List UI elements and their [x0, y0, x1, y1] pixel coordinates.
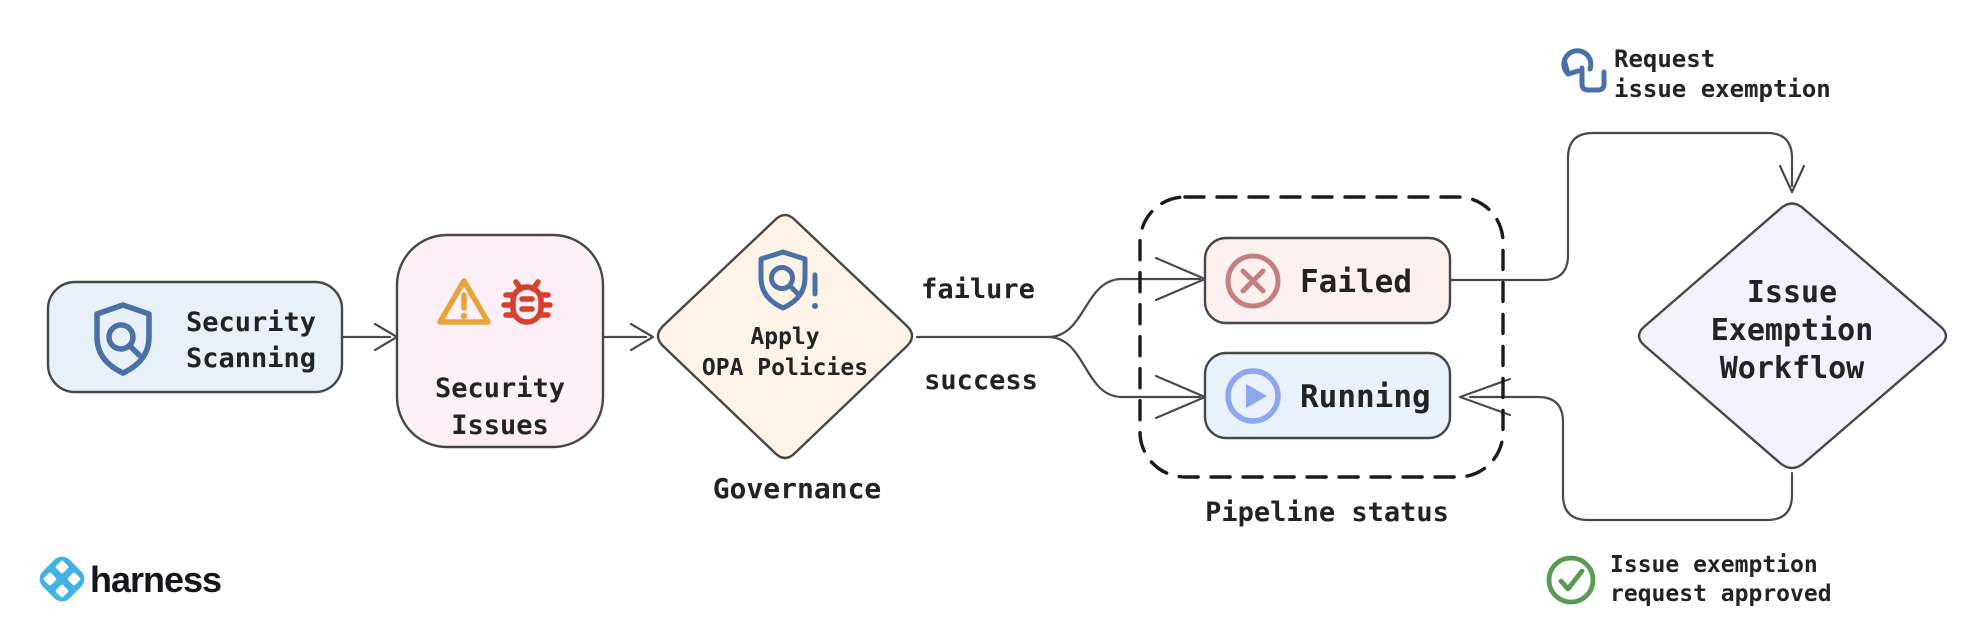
governance-caption: Governance — [713, 472, 882, 505]
node-failed: Failed — [1203, 236, 1452, 325]
warning-icon — [437, 278, 491, 325]
workflow-label-line1: Issue — [1747, 275, 1837, 310]
harness-logo-text: harness — [90, 559, 221, 600]
arrowhead — [1458, 377, 1512, 417]
pipeline-status-caption: Pipeline status — [1205, 497, 1449, 528]
approved-line1: Issue exemption — [1610, 552, 1818, 578]
success-edge-label: success — [924, 365, 1038, 396]
node-security-scanning: Security Scanning — [46, 280, 344, 394]
node-issue-exemption-workflow: Issue Exemption Workflow — [1637, 202, 1948, 470]
approved-annotation: Issue exemption request approved — [1546, 552, 1832, 607]
security-issues-box — [395, 233, 605, 449]
circle-play-icon — [1225, 368, 1281, 424]
failed-label: Failed — [1300, 264, 1412, 300]
edge-issues-to-opa — [601, 322, 655, 352]
security-scanning-box — [46, 280, 344, 394]
node-running: Running — [1203, 351, 1452, 440]
apply-opa-diamond — [656, 213, 914, 460]
bug-icon — [501, 279, 553, 325]
workflow-label-line2: Exemption — [1711, 313, 1874, 348]
shield-search-icon — [94, 302, 152, 376]
security-scanning-label-line2: Scanning — [186, 343, 316, 374]
arrowhead — [629, 322, 655, 352]
pipeline-status-dashed-border — [1138, 195, 1505, 479]
tap-request-icon — [1561, 48, 1607, 93]
request-exemption-annotation: Request issue exemption — [1561, 45, 1831, 103]
security-issues-label-line1: Security — [435, 373, 565, 404]
arrowhead — [1778, 164, 1806, 194]
approved-line2: request approved — [1610, 581, 1832, 607]
shield-alert-icon — [758, 249, 818, 311]
circle-x-icon — [1225, 253, 1281, 309]
workflow-label-line3: Workflow — [1720, 351, 1865, 386]
apply-opa-label-line1: Apply — [750, 324, 819, 350]
apply-opa-label-line2: OPA Policies — [702, 355, 868, 381]
harness-logo: harness — [39, 556, 222, 602]
edge-failed-to-workflow — [1448, 131, 1806, 282]
node-apply-opa-policies: Apply OPA Policies Governance — [656, 213, 914, 505]
issue-exemption-diamond — [1637, 202, 1948, 470]
request-exemption-line2: issue exemption — [1614, 75, 1831, 103]
security-scanning-label-line1: Security — [186, 307, 316, 338]
pipeline-status-group: Pipeline status — [1138, 195, 1505, 528]
harness-logo-icon — [39, 556, 85, 602]
edge-workflow-to-running — [1458, 377, 1794, 522]
failure-edge-label: failure — [921, 274, 1035, 305]
edge-scanning-to-issues — [340, 322, 399, 352]
request-exemption-line1: Request — [1614, 45, 1715, 73]
check-circle-icon — [1546, 555, 1596, 605]
node-security-issues: Security Issues — [395, 233, 605, 449]
running-label: Running — [1300, 379, 1431, 415]
security-issues-label-line2: Issues — [451, 410, 549, 441]
